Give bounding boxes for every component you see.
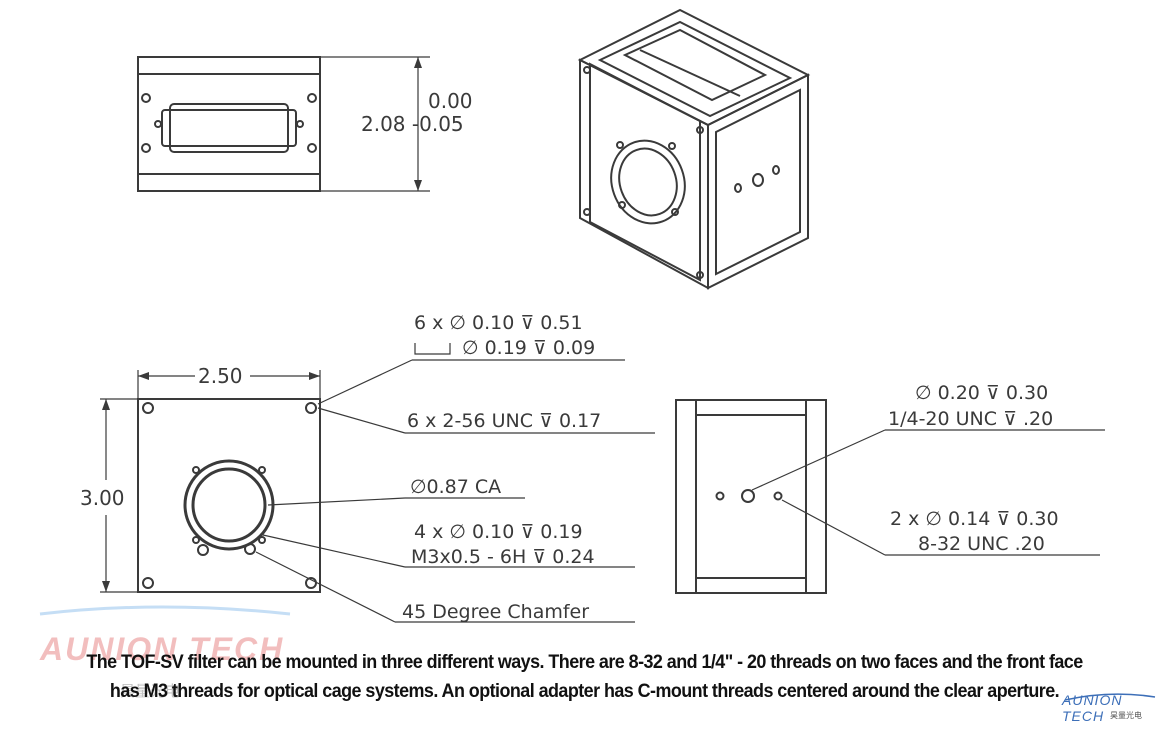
front-height-dim: 3.00 [80, 486, 125, 510]
corner-logo: AUNION TECH [1062, 692, 1123, 724]
watermark-brand-cn: 昊量光电 [120, 682, 181, 700]
caption-line-2: has M3 threads for optical cage systems.… [109, 680, 1060, 702]
watermark-small-swoosh [1064, 693, 1156, 701]
watermark-brand: AUNION TECH [40, 631, 285, 667]
figure-caption: The TOF-SV filter can be mounted in thre… [56, 648, 1113, 706]
callout-holes-1: 6 x ∅ 0.10 ⊽ 0.51 [414, 312, 583, 334]
top-view [137, 56, 430, 192]
callout-chamfer: 45 Degree Chamfer [402, 601, 589, 623]
callout-clear-aperture: ∅0.87 CA [410, 476, 501, 498]
callout-unc: 6 x 2-56 UNC ⊽ 0.17 [407, 410, 601, 432]
front-view [100, 343, 655, 623]
side-callout-2: 1/4-20 UNC ⊽ .20 [888, 408, 1053, 430]
watermark-swoosh [39, 605, 291, 616]
side-callout-3: 2 x ∅ 0.14 ⊽ 0.30 [890, 508, 1059, 530]
front-width-dim: 2.50 [198, 364, 243, 388]
callout-m3-1: 4 x ∅ 0.10 ⊽ 0.19 [414, 521, 583, 543]
side-view [675, 399, 1105, 594]
callout-m3-2: M3x0.5 - 6H ⊽ 0.24 [411, 546, 595, 568]
top-view-tolerance-upper: 0.00 [428, 89, 473, 113]
corner-logo-cn: 昊量光电 [1110, 711, 1142, 720]
side-callout-1: ∅ 0.20 ⊽ 0.30 [915, 382, 1048, 404]
side-callout-4: 8-32 UNC .20 [918, 533, 1045, 555]
caption-line-1: The TOF-SV filter can be mounted in thre… [86, 651, 1083, 673]
isometric-view [577, 8, 811, 290]
top-view-height-dim: 2.08 -0.05 [361, 112, 464, 136]
callout-holes-2: ∅ 0.19 ⊽ 0.09 [462, 337, 595, 359]
